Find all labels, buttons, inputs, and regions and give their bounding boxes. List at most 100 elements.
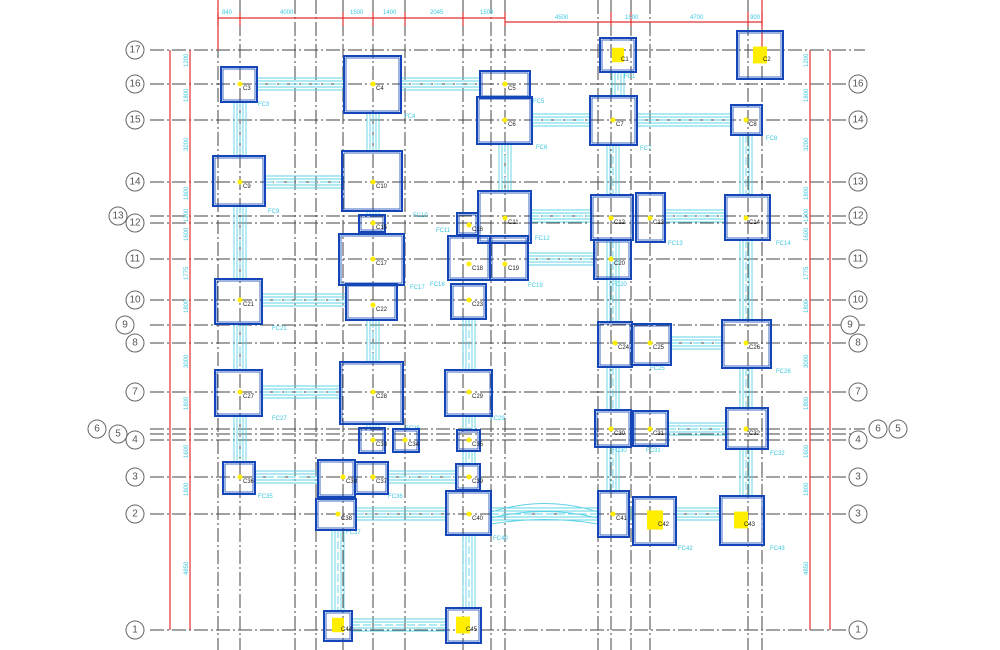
footing-outline <box>323 610 353 642</box>
footing-inner-outline <box>634 412 667 445</box>
footing-outline <box>594 409 632 448</box>
right-dimension-text: 1800 <box>804 299 810 313</box>
column-marker <box>608 426 614 432</box>
column-pedestal <box>753 46 767 64</box>
column-marker <box>370 256 376 262</box>
column-marker <box>502 117 508 123</box>
footing-label: C2 <box>763 57 771 63</box>
left-dimension-text: 1800 <box>184 396 190 410</box>
footing-inner-outline <box>732 106 761 134</box>
left-dimension-text: 1600 <box>184 444 190 458</box>
left-dimension-text: 1775 <box>184 266 190 280</box>
footing-inner-outline <box>360 429 384 452</box>
column-marker <box>466 389 472 395</box>
axis-label: 7 <box>132 387 138 398</box>
curved-tie-beam <box>490 503 599 513</box>
column-marker <box>647 340 653 346</box>
footing-inner-outline <box>457 465 479 489</box>
footing-inner-outline <box>447 492 490 534</box>
beam-label: FC35 <box>258 494 273 500</box>
axis-bubble <box>125 430 145 450</box>
top-dimension-text: 4500 <box>555 15 569 21</box>
column-marker <box>743 117 749 123</box>
footing-label: C36 <box>243 479 255 485</box>
footing-outline <box>358 427 386 454</box>
beam-label: FC17 <box>410 285 425 291</box>
axis-label: 4 <box>855 435 861 446</box>
right-dimension-text: 3000 <box>804 354 810 368</box>
footing-inner-outline <box>592 196 632 239</box>
right-dimension-text: 1600 <box>804 227 810 241</box>
footing-outline <box>345 283 398 321</box>
footing-label: C24 <box>618 345 630 351</box>
beam-label: FC27 <box>272 416 287 422</box>
beam-label: FC42 <box>678 546 693 552</box>
axis-label: 15 <box>129 115 141 126</box>
footing-label: C27 <box>243 394 255 400</box>
column-pedestal <box>456 616 470 634</box>
footing-label: C37 <box>376 479 388 485</box>
footing-inner-outline <box>601 39 635 71</box>
footing-label: C7 <box>616 122 624 128</box>
column-marker <box>612 340 618 346</box>
footing-label: C39 <box>472 479 484 485</box>
beam-label: FC1 <box>624 74 636 80</box>
footing-label: C14 <box>749 220 761 226</box>
footing-inner-outline <box>317 500 355 529</box>
axis-bubble <box>115 315 135 335</box>
beam-label: FC25 <box>650 366 665 372</box>
footing-outline <box>736 30 784 80</box>
beam-label: FC19 <box>528 283 543 289</box>
axis-bubble <box>125 290 145 310</box>
beam-label: FC8 <box>766 136 778 142</box>
column-marker <box>610 117 616 123</box>
axis-label: 13 <box>852 177 864 188</box>
column-marker <box>237 81 243 87</box>
footing-inner-outline <box>727 409 767 448</box>
left-dimension-text: 3000 <box>184 354 190 368</box>
axis-bubble <box>87 419 107 439</box>
footing-outline <box>632 410 669 447</box>
footing-inner-outline <box>394 430 418 451</box>
footing-outline <box>476 96 533 145</box>
footing-label: C10 <box>376 184 388 190</box>
axis-bubble <box>848 504 868 524</box>
axis-label: 8 <box>132 338 138 349</box>
column-marker <box>466 474 472 480</box>
footing-inner-outline <box>738 32 782 78</box>
beam-label: FC11 <box>436 228 451 234</box>
footing-inner-outline <box>633 325 670 364</box>
footing-label: C4 <box>376 86 384 92</box>
column-marker <box>370 437 376 443</box>
axis-label: 14 <box>852 115 864 126</box>
axis-bubble <box>868 419 888 439</box>
axis-bubble <box>125 249 145 269</box>
footing-label: C17 <box>376 261 388 267</box>
axis-label: 3 <box>855 509 861 520</box>
axis-label: 13 <box>112 211 124 222</box>
axis-bubble <box>848 110 868 130</box>
axis-label: 5 <box>115 429 121 440</box>
footing-label: C44 <box>341 627 353 633</box>
axis-bubble <box>888 419 908 439</box>
axis-label: 9 <box>122 320 128 331</box>
footing-label: C35 <box>472 442 484 448</box>
footing-inner-outline <box>345 57 400 112</box>
footing-outline <box>445 607 482 644</box>
footing-label: C18 <box>472 266 484 272</box>
footing-label: C13 <box>653 220 665 226</box>
right-dimension-text: 1200 <box>804 208 810 222</box>
beam-label: FC14 <box>776 241 791 247</box>
footing-inner-outline <box>447 609 480 642</box>
column-marker <box>370 389 376 395</box>
column-pedestal <box>647 510 663 530</box>
axis-label: 12 <box>852 211 864 222</box>
axis-bubble <box>848 620 868 640</box>
footing-outline <box>632 496 677 546</box>
footing-label: C23 <box>472 302 484 308</box>
footing-inner-outline <box>224 463 254 493</box>
beam-label: FC36 <box>388 494 403 500</box>
